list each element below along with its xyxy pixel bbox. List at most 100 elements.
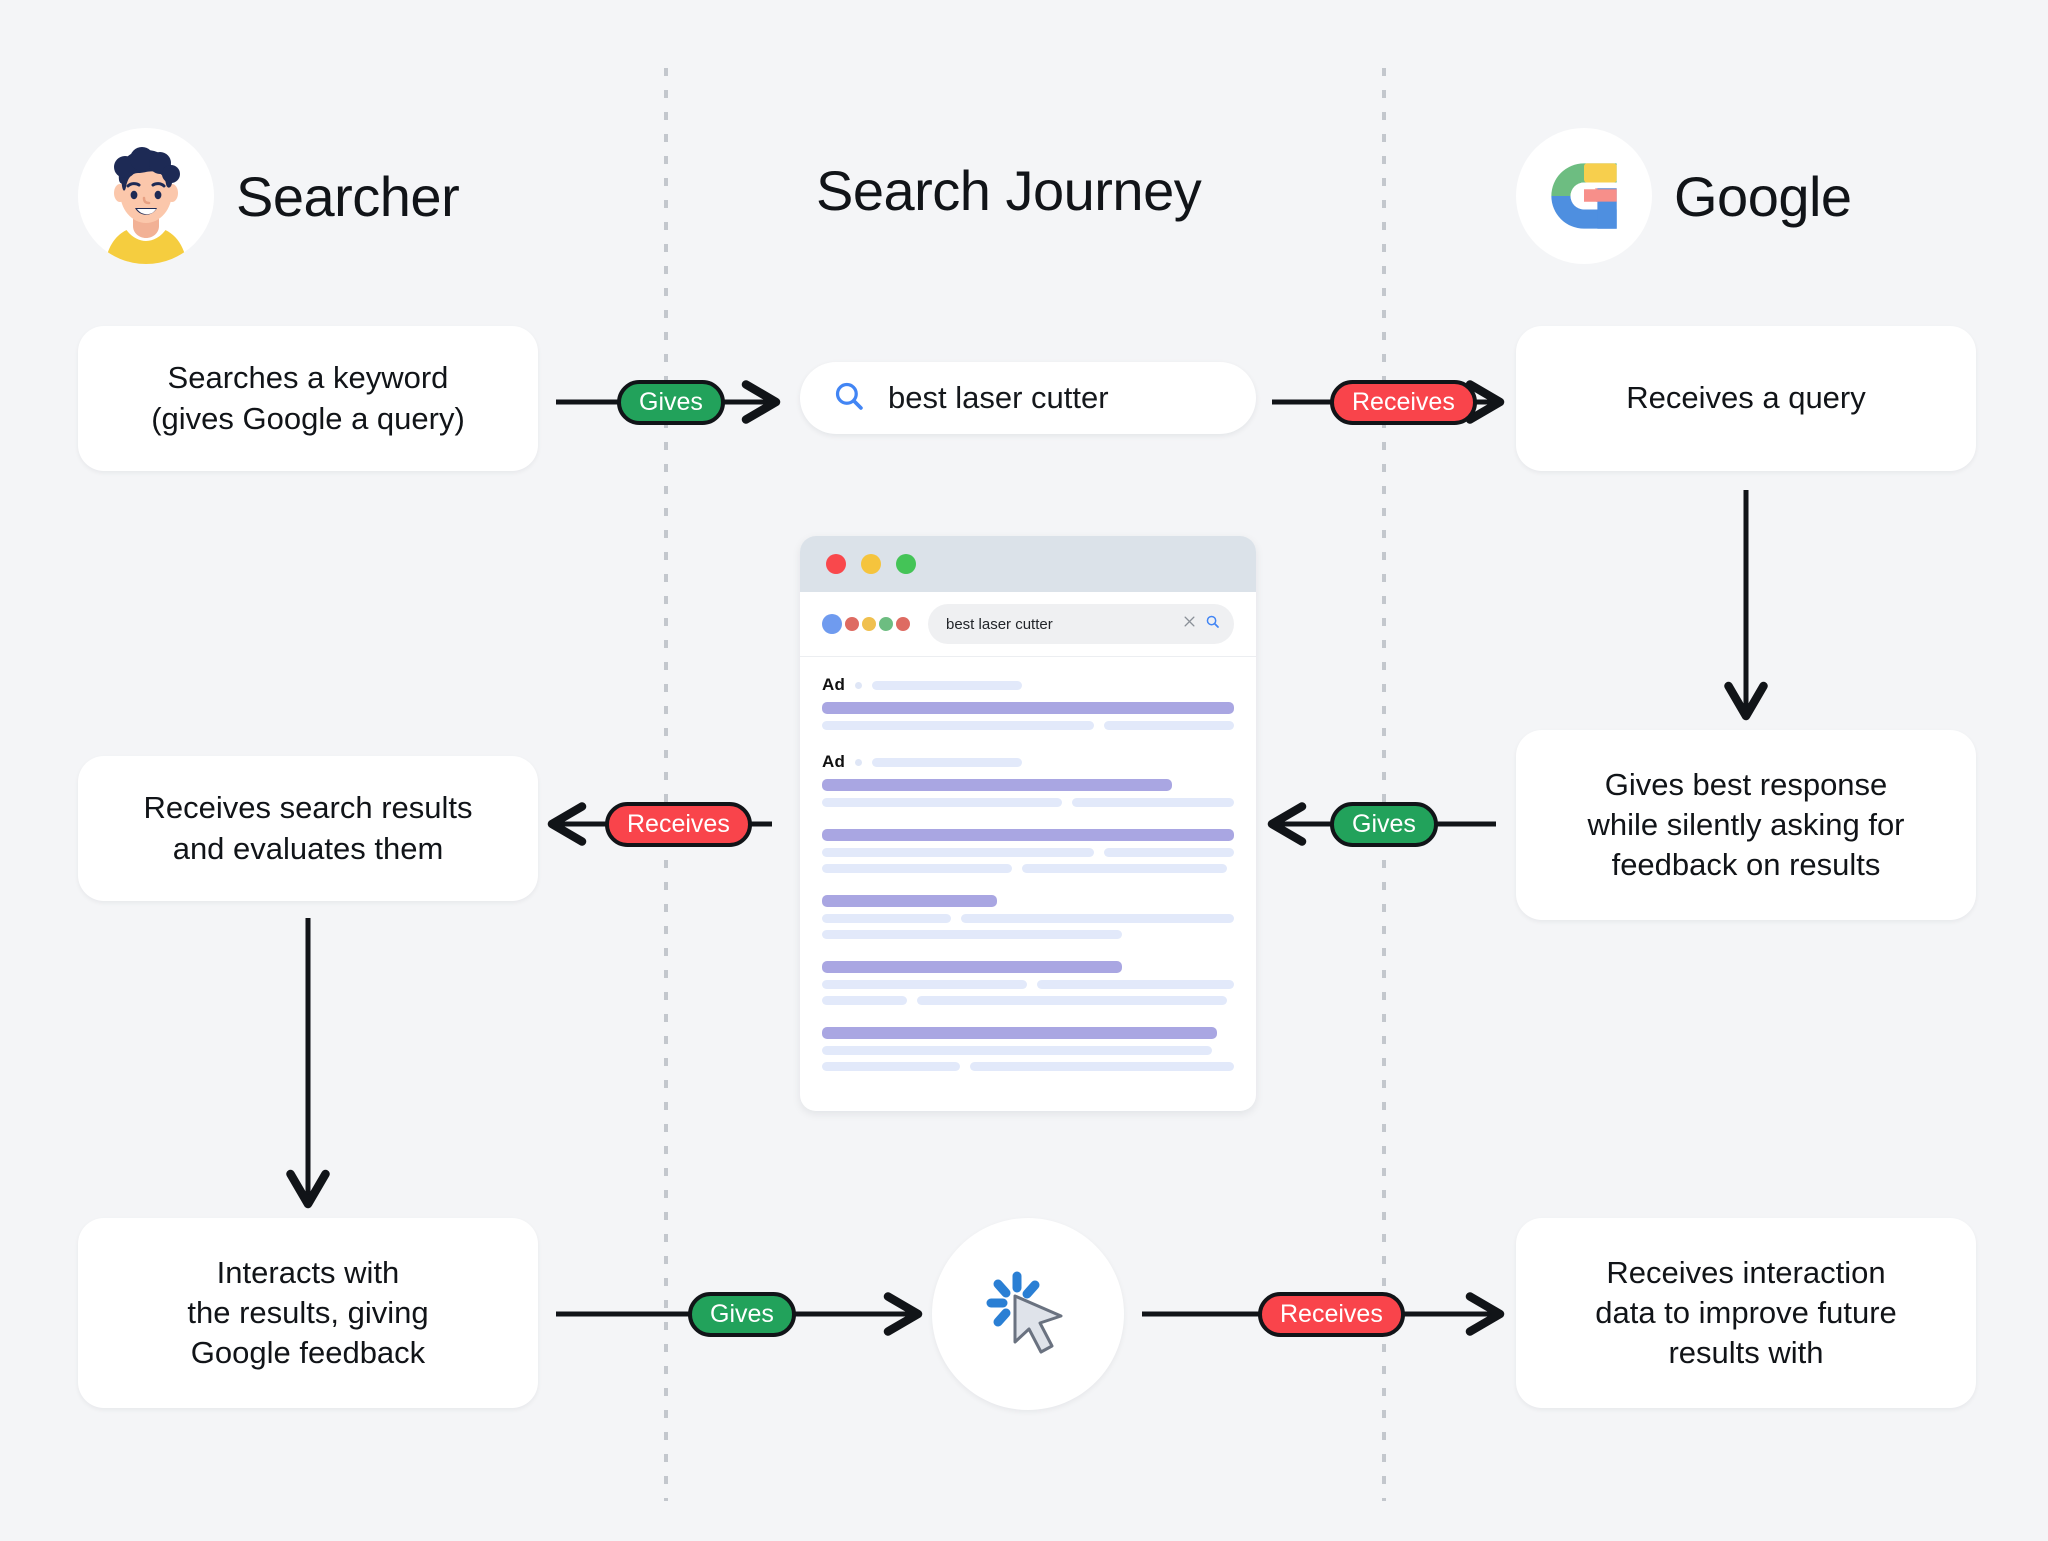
flow-badge-receives: Receives <box>605 802 752 847</box>
page-title-searcher: Searcher <box>236 164 460 228</box>
google-g-logo-icon <box>1516 128 1652 264</box>
card-line: Google feedback <box>190 1335 426 1371</box>
result-desc-row <box>822 980 1234 989</box>
result-title-row <box>822 895 1234 907</box>
result-url-bar <box>872 680 1023 690</box>
card-line: Receives interaction <box>1606 1254 1886 1290</box>
result-desc-bar <box>970 1062 1234 1071</box>
result-skeleton-block: Ad <box>822 675 1234 730</box>
search-query-value: best laser cutter <box>888 380 1109 415</box>
column-divider-left <box>664 68 668 1501</box>
card-line: results with <box>1668 1335 1824 1371</box>
result-desc-row <box>822 721 1234 730</box>
card-line: Searches a keyword <box>167 360 449 396</box>
result-desc-bar <box>1071 798 1234 807</box>
result-title-row <box>822 829 1234 841</box>
result-desc-row <box>822 996 1234 1005</box>
close-icon[interactable] <box>1182 614 1197 634</box>
result-desc-bar <box>1104 721 1234 730</box>
flow-badge-receives: Receives <box>1330 380 1477 425</box>
result-skeleton-block <box>822 961 1234 1005</box>
result-desc-row <box>822 1062 1234 1071</box>
page-title-google: Google <box>1674 164 1852 228</box>
card-line: the results, giving <box>187 1294 429 1330</box>
result-dot-icon <box>855 681 863 689</box>
step-card-receives-results: Receives search results and evaluates th… <box>78 756 538 901</box>
search-query-pill[interactable]: best laser cutter <box>800 362 1256 434</box>
card-line: Gives best response <box>1604 766 1888 802</box>
result-desc-bar <box>822 864 1012 873</box>
column-divider-right <box>1382 68 1386 1501</box>
result-title-row <box>822 702 1234 714</box>
result-desc-row <box>822 848 1234 857</box>
result-desc-row <box>822 1046 1234 1055</box>
card-line: and evaluates them <box>172 830 444 866</box>
step-card-receives-query: Receives a query <box>1516 326 1976 471</box>
result-desc-row <box>822 914 1234 923</box>
window-maximize-dot-icon[interactable] <box>896 554 916 574</box>
card-line: feedback on results <box>1611 847 1881 883</box>
result-desc-row <box>822 798 1234 807</box>
result-desc-bar <box>822 1062 961 1071</box>
card-line: Receives a query <box>1626 380 1866 416</box>
result-desc-bar <box>917 996 1227 1005</box>
result-desc-row <box>822 864 1234 873</box>
result-desc-bar <box>822 1046 1212 1055</box>
result-skeleton-block <box>822 1027 1234 1071</box>
card-line: while silently asking for <box>1587 806 1905 842</box>
search-icon <box>832 379 866 418</box>
result-desc-bar <box>822 721 1095 730</box>
result-url-bar <box>872 757 1023 767</box>
result-title-bar[interactable] <box>822 829 1234 841</box>
flow-badge-receives: Receives <box>1258 1292 1405 1337</box>
ad-label: Ad <box>822 675 846 694</box>
step-card-searches-keyword: Searches a keyword (gives Google a query… <box>78 326 538 471</box>
browser-titlebar <box>800 536 1256 592</box>
step-card-gives-best-response: Gives best response while silently askin… <box>1516 730 1976 920</box>
result-desc-bar <box>960 914 1234 923</box>
browser-search-input[interactable]: best laser cutter <box>928 604 1234 644</box>
result-title-bar[interactable] <box>822 895 997 907</box>
window-close-dot-icon[interactable] <box>826 554 846 574</box>
result-title-row <box>822 1027 1234 1039</box>
result-desc-bar <box>822 798 1062 807</box>
result-desc-bar <box>822 930 1122 939</box>
result-title-row <box>822 961 1234 973</box>
result-title-bar[interactable] <box>822 961 1122 973</box>
card-line: data to improve future <box>1595 1294 1897 1330</box>
card-line: Interacts with <box>216 1254 400 1290</box>
result-title-bar[interactable] <box>822 702 1234 714</box>
result-title-bar[interactable] <box>822 1027 1217 1039</box>
result-desc-bar <box>822 848 1095 857</box>
card-line: Receives search results <box>143 790 473 826</box>
browser-search-value: best laser cutter <box>946 615 1053 633</box>
result-ad-row: Ad <box>822 752 1234 772</box>
flow-badge-gives: Gives <box>1330 802 1438 847</box>
flow-badge-gives: Gives <box>617 380 725 425</box>
window-minimize-dot-icon[interactable] <box>861 554 881 574</box>
step-card-receives-interaction-data: Receives interaction data to improve fut… <box>1516 1218 1976 1408</box>
person-avatar-icon <box>78 128 214 264</box>
result-skeleton-block: Ad <box>822 752 1234 807</box>
result-title-row <box>822 779 1234 791</box>
result-skeleton-block <box>822 895 1234 939</box>
result-title-bar[interactable] <box>822 779 1172 791</box>
column-header-journey: Search Journey <box>816 158 1202 223</box>
result-desc-bar <box>1037 980 1234 989</box>
step-card-interacts-results: Interacts with the results, giving Googl… <box>78 1218 538 1408</box>
result-desc-bar <box>822 980 1028 989</box>
result-desc-bar <box>822 914 951 923</box>
card-line: (gives Google a query) <box>151 400 465 436</box>
result-dot-icon <box>855 758 863 766</box>
result-ad-row: Ad <box>822 675 1234 695</box>
browser-search-row: best laser cutter <box>800 592 1256 657</box>
page-title-journey: Search Journey <box>816 159 1202 222</box>
result-desc-row <box>822 930 1234 939</box>
search-icon[interactable] <box>1205 614 1220 634</box>
column-header-searcher: Searcher <box>78 128 460 264</box>
result-desc-bar <box>1022 864 1227 873</box>
flow-badge-gives: Gives <box>688 1292 796 1337</box>
result-desc-bar <box>1104 848 1234 857</box>
